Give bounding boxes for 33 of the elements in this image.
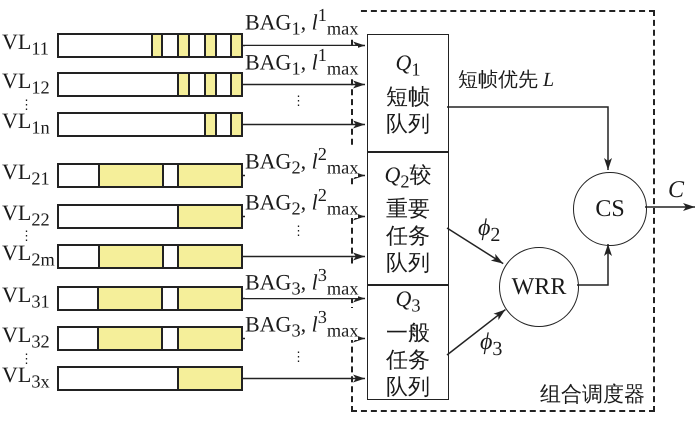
queue-name: VL$_{3x}$ — [2, 364, 50, 391]
ellipsis-mark: ⋮ — [20, 352, 33, 365]
queue-name: VL$_{31}$ — [2, 284, 50, 311]
arrow — [243, 294, 365, 302]
arrow — [577, 244, 612, 286]
queue-name: VL$_{12}$ — [2, 70, 50, 97]
arrow — [243, 374, 365, 382]
queue-name: VL$_{32}$ — [2, 324, 50, 351]
arrow — [645, 203, 695, 211]
arrow — [446, 308, 506, 356]
ellipsis-mark: ⋮ — [292, 224, 305, 237]
queue-name: VL$_{21}$ — [2, 161, 50, 188]
arrow — [447, 106, 612, 170]
frame-title: 组合调度器 — [540, 382, 645, 406]
queue-box: Q$_{3}$一般任务队列 — [367, 285, 449, 400]
ellipsis-mark: ⋮ — [20, 229, 33, 242]
queue-box: Q$_{1}$短帧队列 — [367, 34, 449, 152]
arrow — [446, 227, 504, 264]
ellipsis-mark: ⋮ — [292, 350, 305, 363]
queue-name: VL$_{11}$ — [2, 31, 49, 58]
queue-box: Q$_{2}$较重要任务队列 — [367, 152, 449, 285]
arrow — [243, 42, 365, 50]
edge-label: 短帧优先 L — [458, 70, 554, 90]
scheduler-circle: WRR — [499, 247, 579, 327]
queue-name: VL$_{1n}$ — [2, 110, 50, 137]
ellipsis-mark: ⋮ — [292, 94, 305, 107]
queue-name: VL$_{22}$ — [2, 202, 50, 229]
arrow — [243, 80, 365, 88]
ellipsis-mark: ⋮ — [20, 98, 33, 111]
arrow — [243, 120, 365, 128]
arrow — [243, 252, 365, 260]
scheduler-circle: CS — [573, 172, 647, 246]
queue-name: VL$_{2m}$ — [2, 242, 55, 269]
